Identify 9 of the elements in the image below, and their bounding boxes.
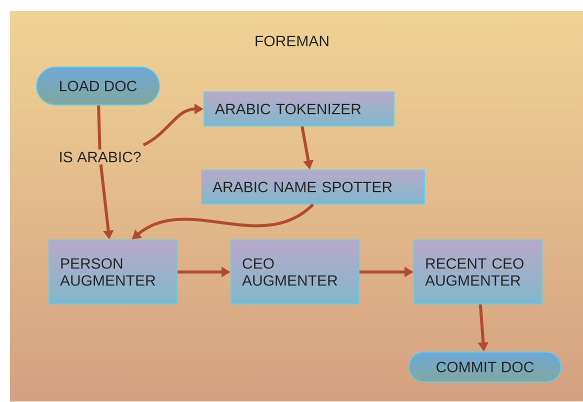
decision-label: IS ARABIC? (60, 152, 141, 162)
process-box: ARABIC TOKENIZER (204, 92, 394, 126)
process-box: PERSON AUGMENTER (48, 240, 178, 304)
process-box: RECENT CEO AUGMENTER (414, 240, 542, 304)
title: FOREMAN (256, 36, 328, 46)
process-box: ARABIC NAME SPOTTER (201, 170, 425, 204)
process-box: CEO AUGMENTER (230, 240, 360, 304)
terminal-pill: LOAD DOC (36, 66, 160, 106)
terminal-pill: COMMIT DOC (408, 352, 562, 382)
